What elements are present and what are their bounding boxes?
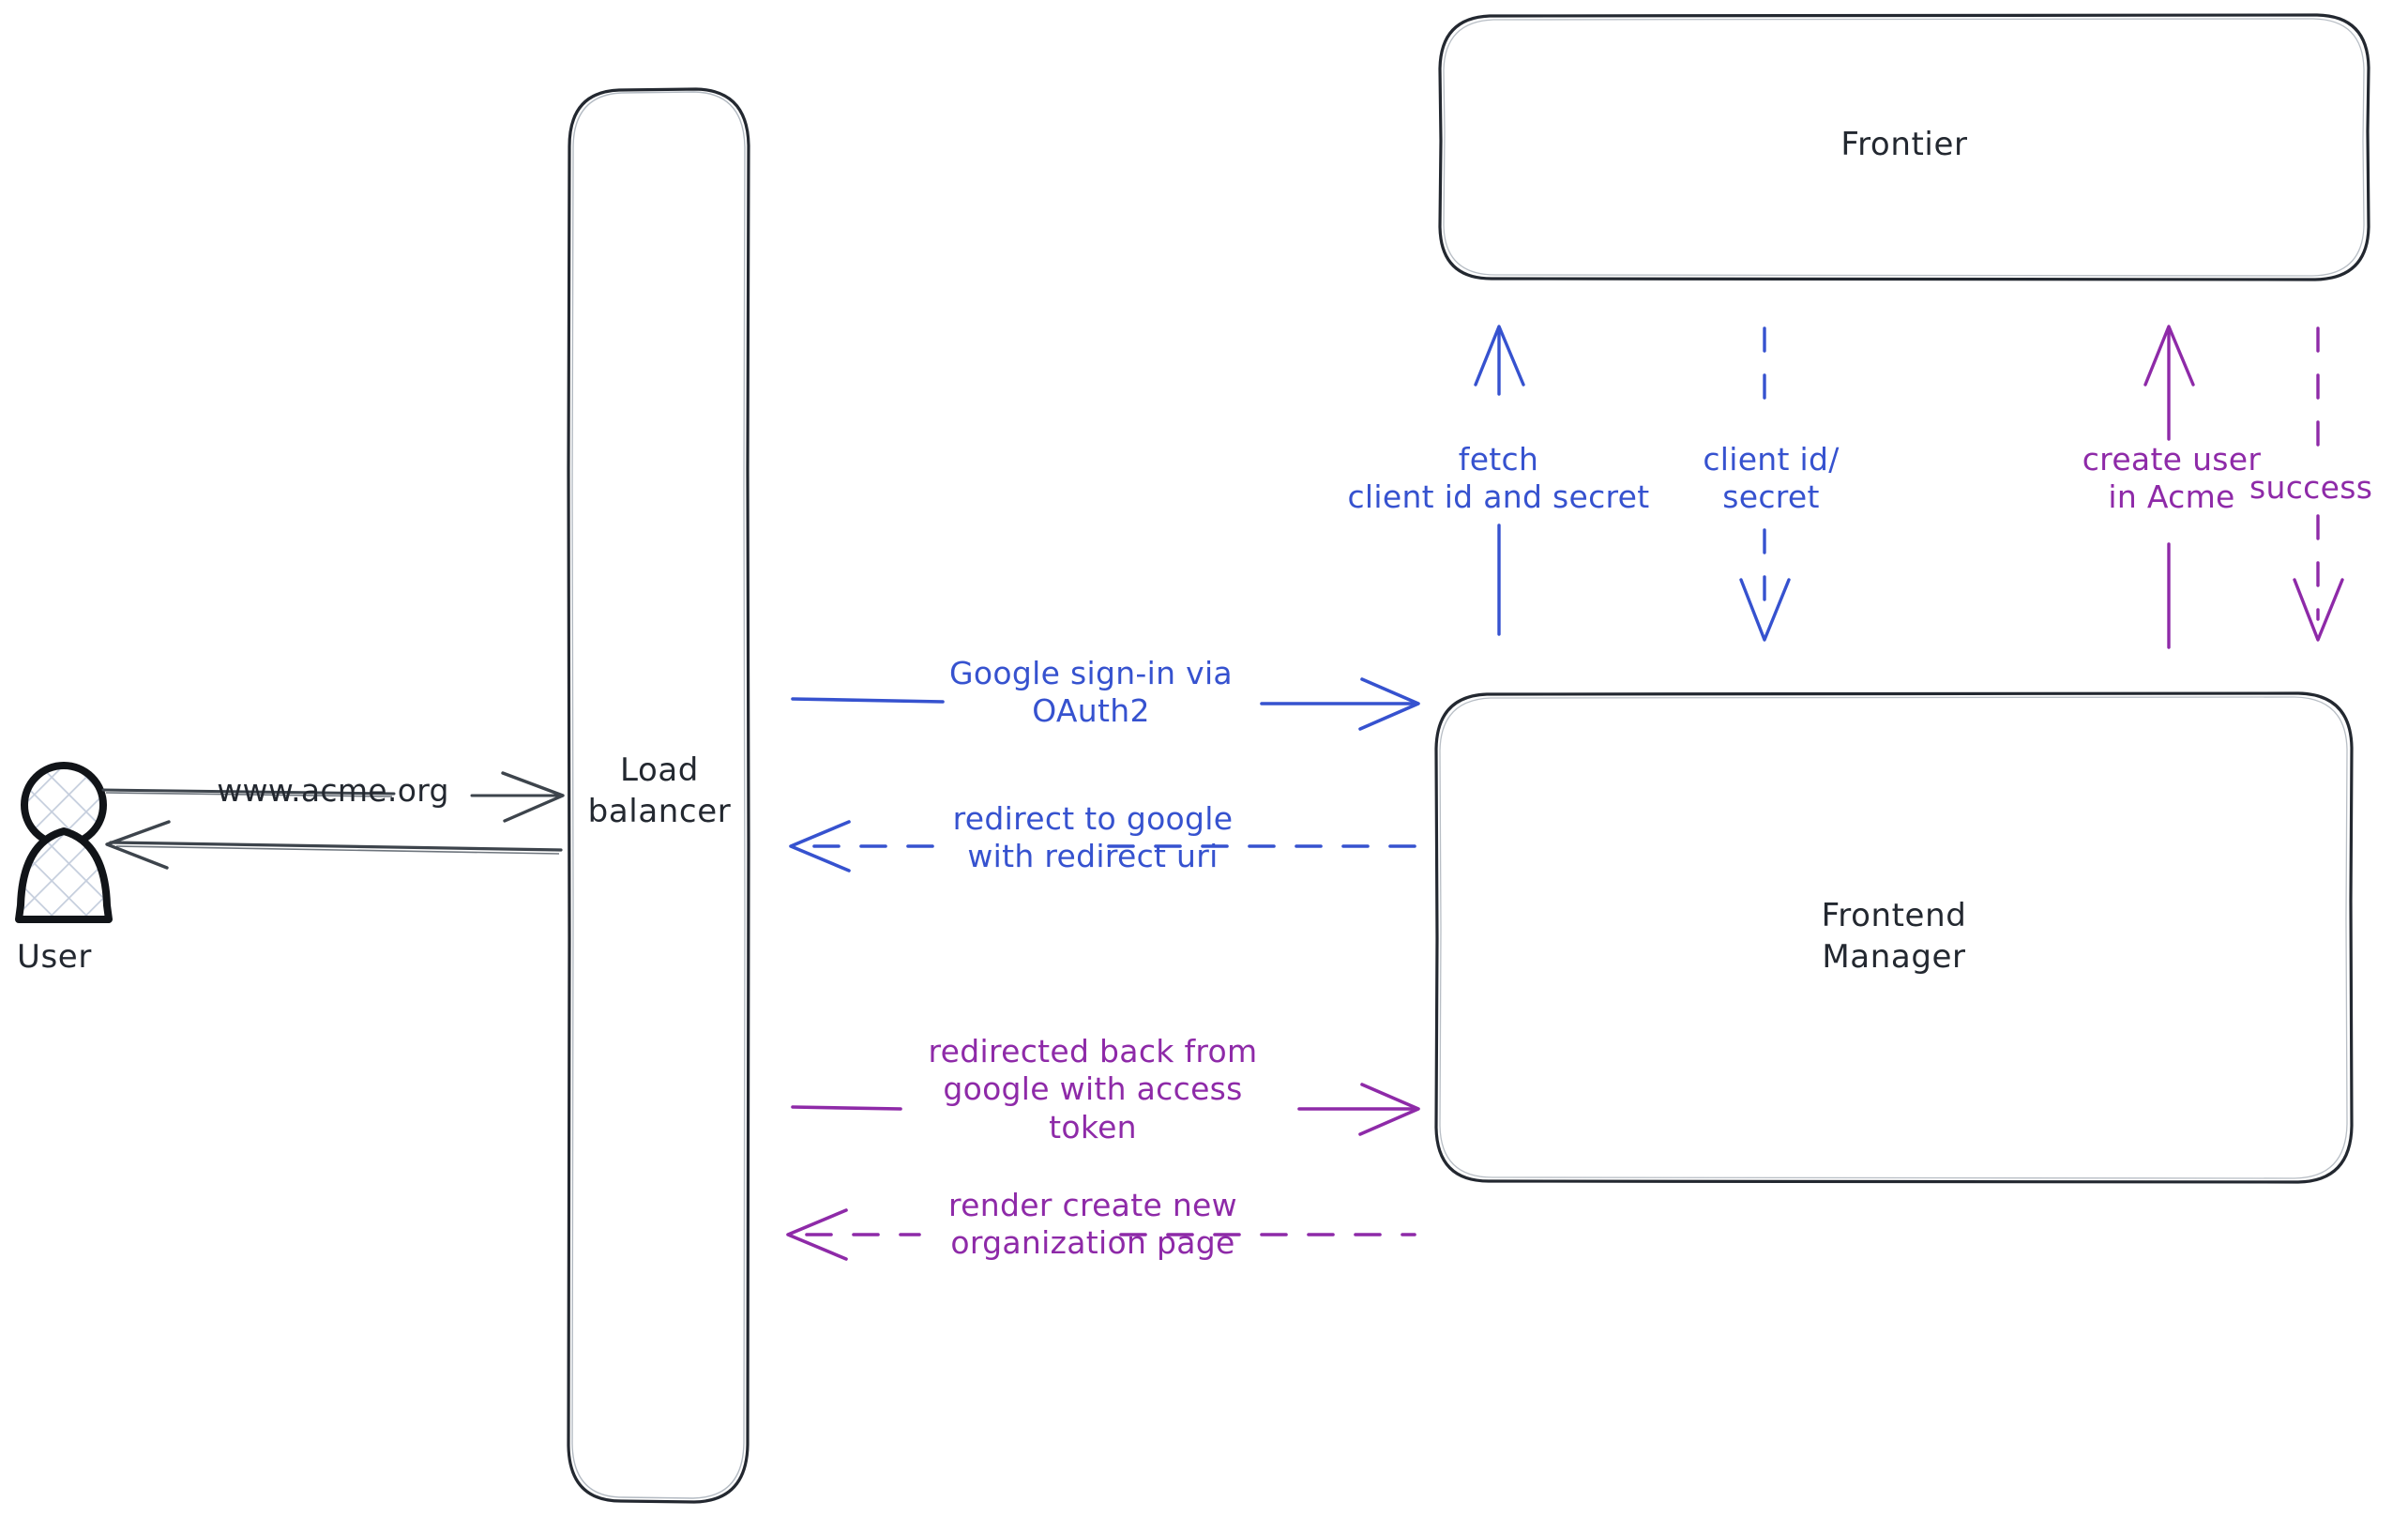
- edge-label-fm-to-frontier-fetch: fetch client id and secret: [1347, 441, 1650, 516]
- edge-label-frontier-to-fm-creds: client id/ secret: [1703, 441, 1840, 516]
- edge-label-lb-to-fm-token: redirected back from google with access …: [928, 1033, 1258, 1145]
- edge-label-lb-to-fm-signin: Google sign-in via OAuth2: [949, 655, 1233, 730]
- actor-label-user: User: [17, 938, 92, 976]
- node-label-frontend-manager: Frontend Manager: [1821, 897, 1967, 976]
- edge-label-fm-to-frontier-create-user: create user in Acme: [2082, 441, 2262, 516]
- edge-label-user-to-lb: www.acme.org: [217, 772, 449, 809]
- edge-label-frontier-to-fm-success: success: [2249, 469, 2373, 506]
- edge-label-fm-to-lb-redirect: redirect to google with redirect uri: [952, 800, 1234, 875]
- person-icon: [15, 762, 113, 923]
- node-label-load-balancer: Load balancer: [587, 751, 732, 830]
- node-label-frontier: Frontier: [1840, 126, 1968, 163]
- edge-lb-to-user: [105, 820, 563, 870]
- edge-label-fm-to-lb-render: render create new organization page: [948, 1187, 1237, 1262]
